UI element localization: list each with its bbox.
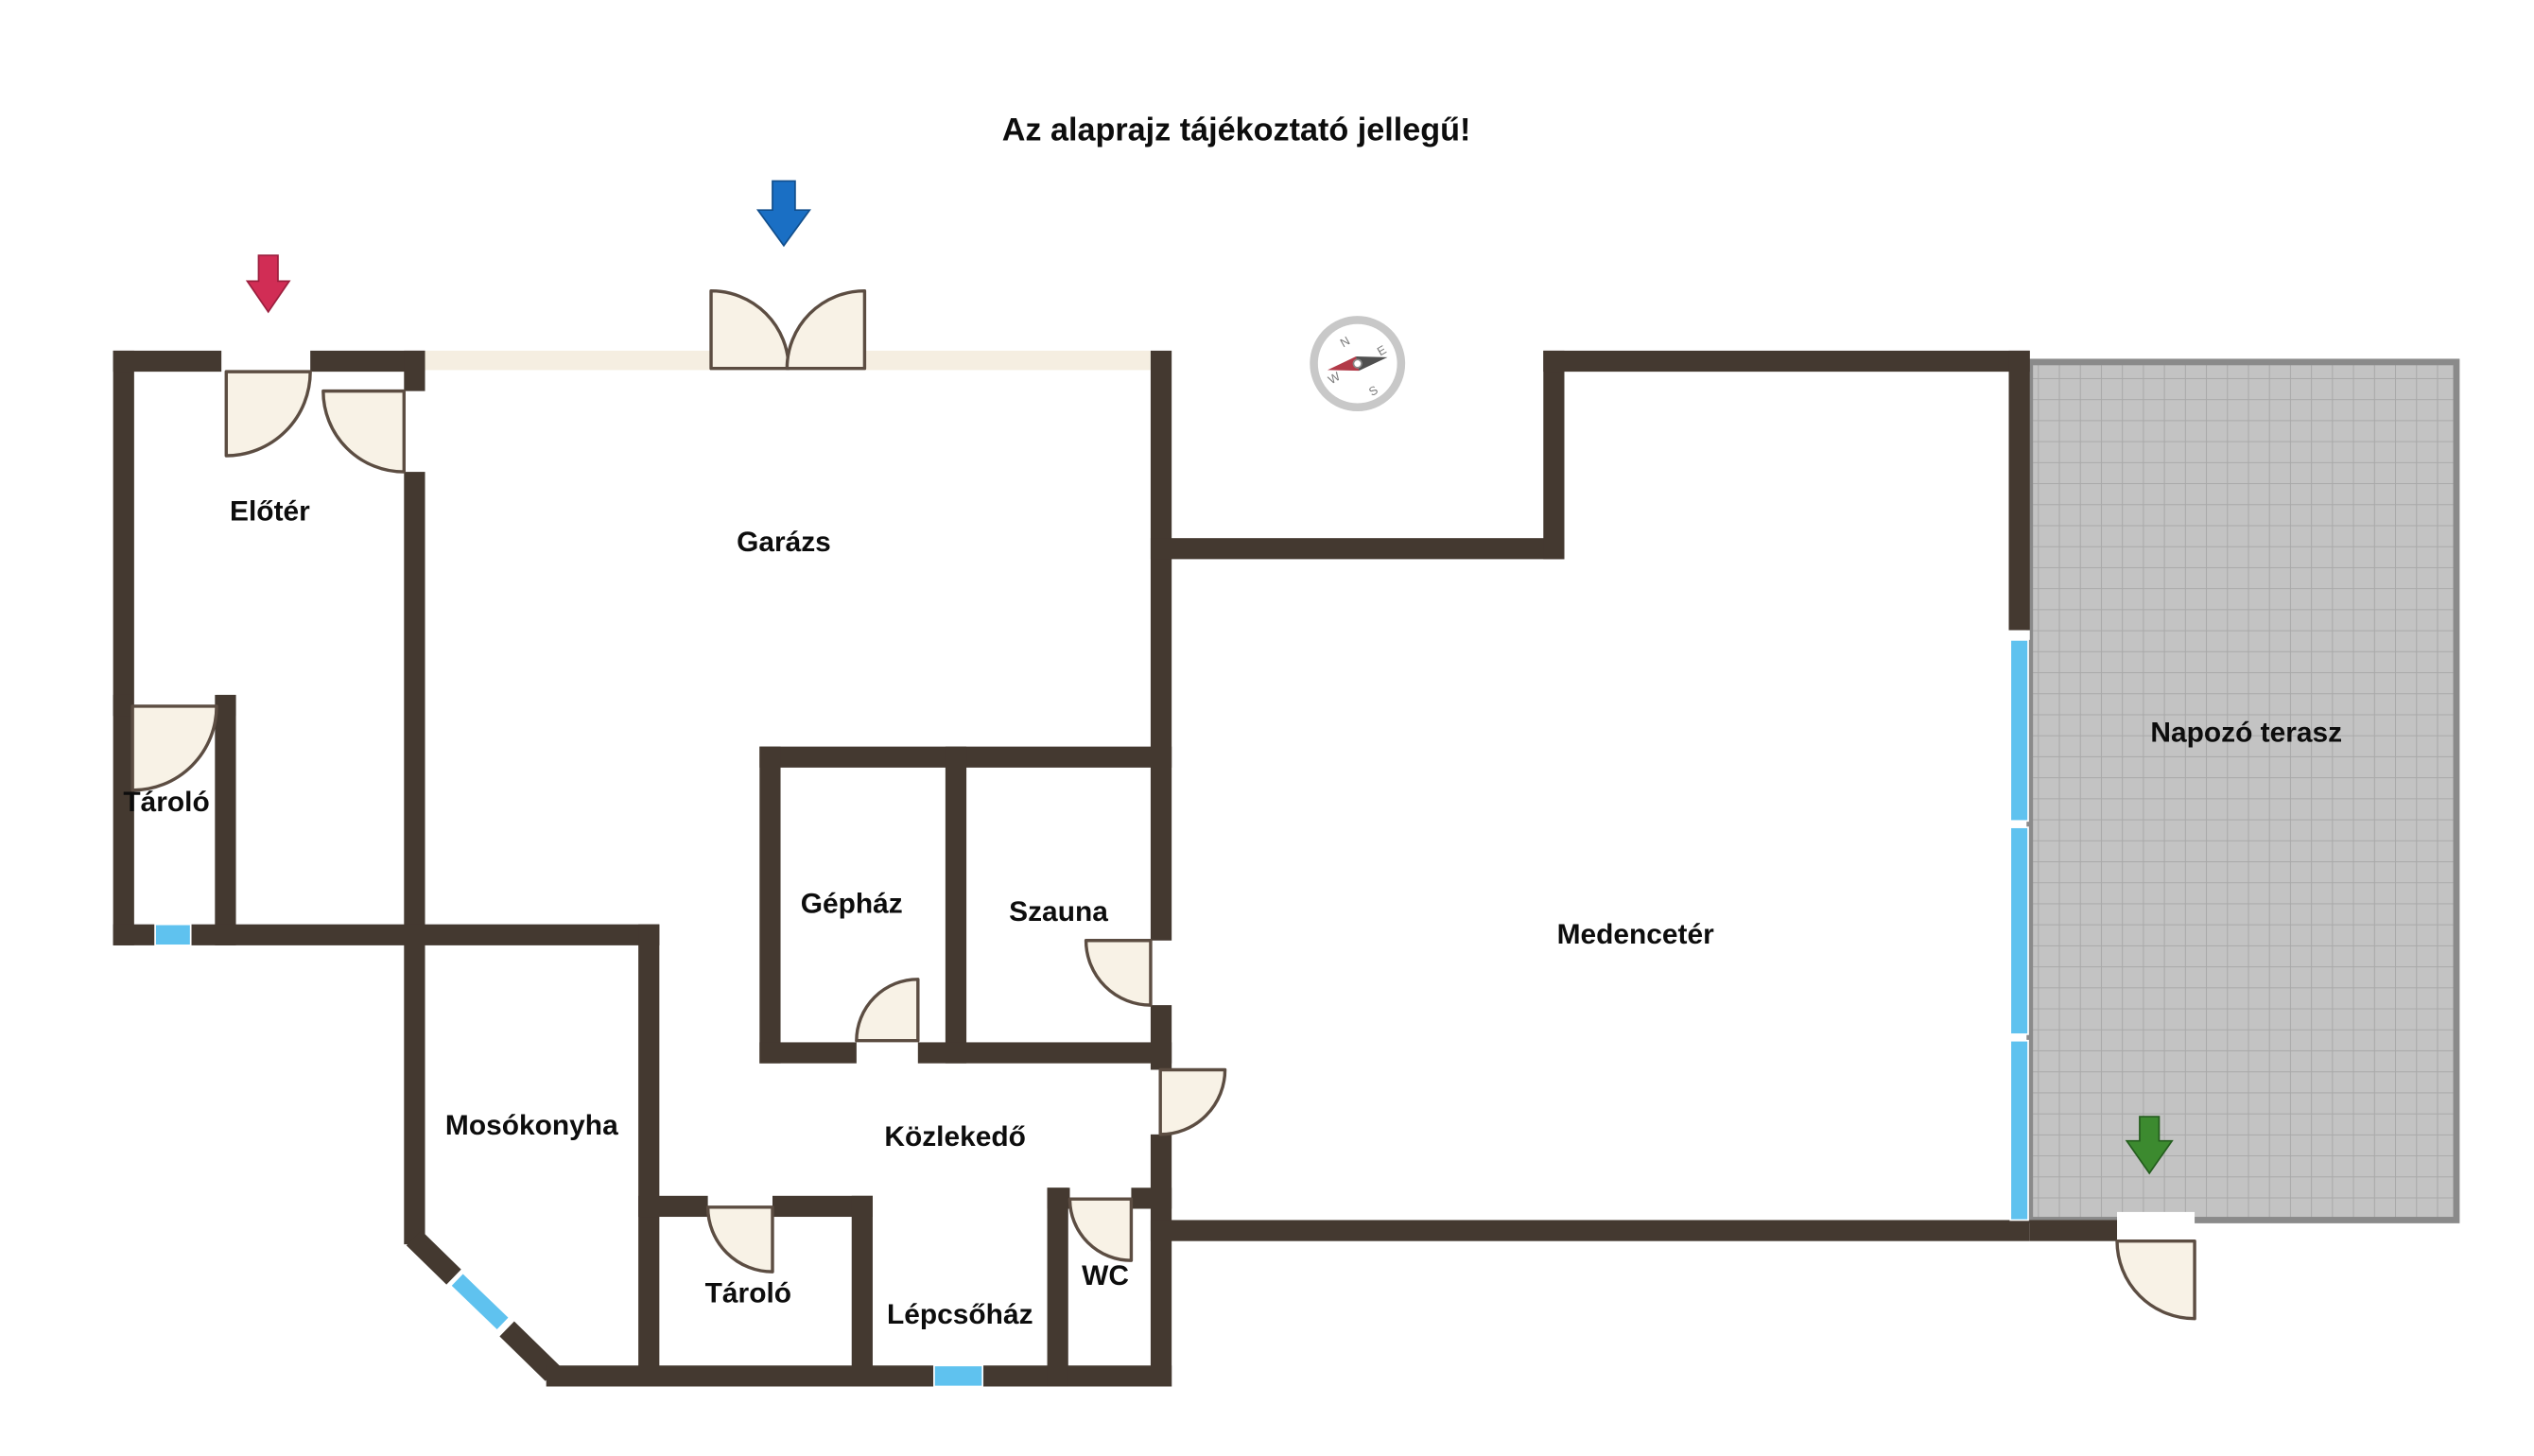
doors xyxy=(130,288,2196,1321)
red-entrance-arrow-icon xyxy=(245,254,291,314)
terrace-tiled-area xyxy=(2026,358,2460,1223)
blue-garage-entrance-arrow-icon xyxy=(755,180,811,248)
garage-door-left-leaf xyxy=(709,288,790,371)
entry-door-arc xyxy=(224,370,312,458)
storage2-door-arc xyxy=(705,1205,774,1274)
corridor-pool-door-arc xyxy=(1158,1067,1227,1136)
foyer-garage-door-arc xyxy=(321,389,407,474)
diagonal-window xyxy=(451,1274,509,1329)
machine-room-door-arc xyxy=(855,978,920,1043)
storage-window xyxy=(154,923,192,946)
room-label-tarolo-upper: Tároló xyxy=(123,787,209,818)
sauna-door-arc xyxy=(1084,939,1153,1007)
compass-needle xyxy=(1327,356,1388,372)
staircase-window xyxy=(933,1364,984,1388)
terrace-door-opening xyxy=(2117,1211,2196,1245)
pool-glass-wall-middle xyxy=(2009,826,2029,1035)
room-label-napozo-terasz: Napozó terasz xyxy=(2150,718,2342,749)
walls xyxy=(113,350,2121,1387)
wc-door-arc xyxy=(1067,1197,1134,1262)
room-label-eloter: Előtér xyxy=(230,495,310,527)
labels: Az alaprajz tájékoztató jellegű! Előtér … xyxy=(123,113,2342,1330)
windows xyxy=(154,638,2029,1388)
room-label-wc: WC xyxy=(1082,1260,1129,1291)
storage1-door-arc xyxy=(130,704,218,792)
garage-door-right-leaf xyxy=(785,288,867,371)
room-label-szauna: Szauna xyxy=(1009,896,1108,927)
room-label-tarolo-lower: Tároló xyxy=(705,1278,791,1309)
pool-glass-wall-upper xyxy=(2009,638,2029,823)
terrace-exit-door-arc xyxy=(2115,1239,2196,1321)
compass-rose-icon: N E S W xyxy=(1310,316,1406,411)
pool-glass-wall-lower xyxy=(2009,1039,2029,1222)
room-label-garazs: Garázs xyxy=(737,527,831,558)
room-label-mosokonyha: Mosókonyha xyxy=(445,1110,618,1141)
room-label-lepcsohaz: Lépcsőház xyxy=(887,1299,1033,1330)
room-label-gephaz: Gépház xyxy=(801,889,903,920)
glass-wall-jamb xyxy=(2008,630,2030,640)
green-terrace-entrance-arrow-icon xyxy=(2125,1116,2174,1175)
room-label-kozlekedo: Közlekedő xyxy=(884,1121,1026,1153)
room-label-medenceter: Medencetér xyxy=(1557,919,1715,950)
plan-disclaimer-title: Az alaprajz tájékoztató jellegű! xyxy=(1002,113,1471,148)
